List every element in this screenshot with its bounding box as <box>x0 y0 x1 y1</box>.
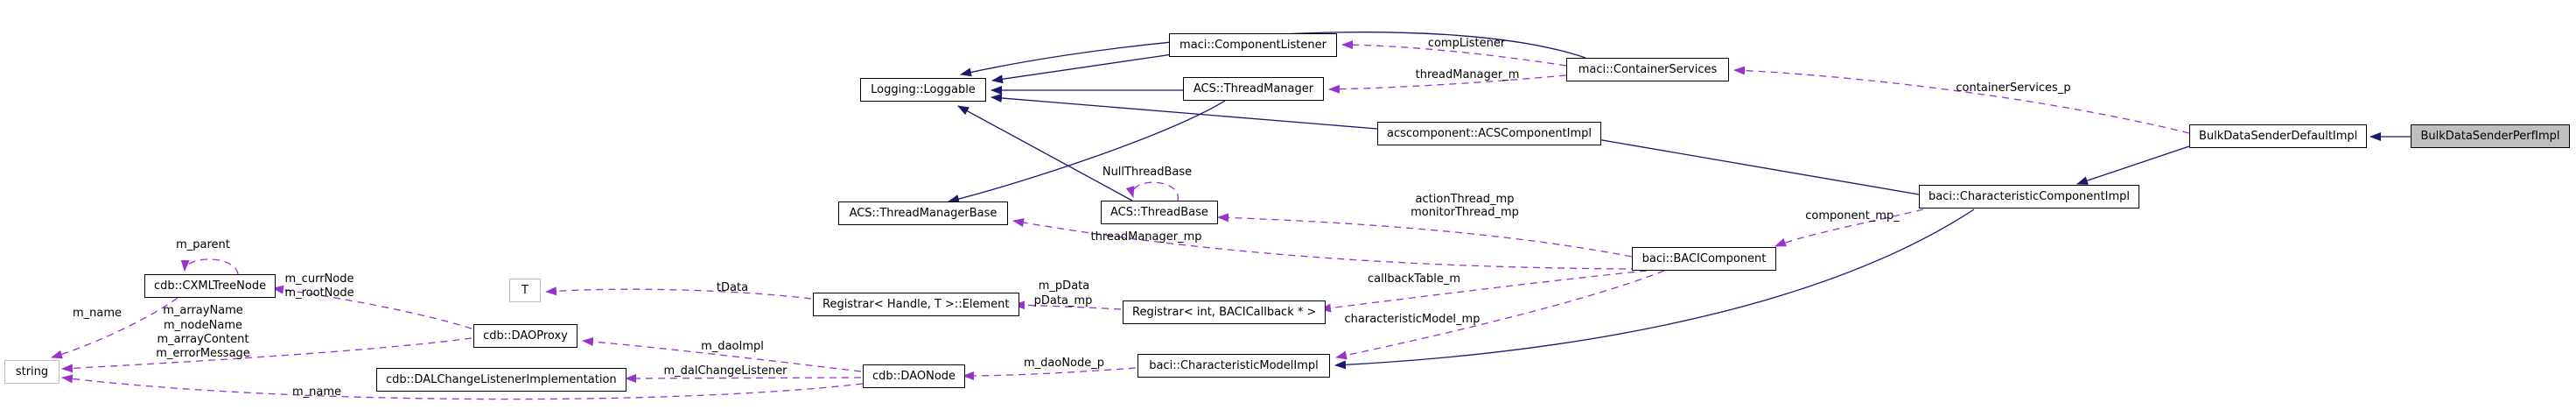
edge-label-threadmanager-m-1: threadManager_m <box>1415 68 1520 81</box>
edge-label-m-rootnode-20: m_rootNode <box>284 286 354 300</box>
class-node-acscomponent-impl[interactable]: acscomponent::ACSComponentImpl <box>1377 122 1602 145</box>
class-node-cdb-cxml-tree-node[interactable]: cdb::CXMLTreeNode <box>144 274 276 298</box>
class-node-acs-thread-base[interactable]: ACS::ThreadBase <box>1101 201 1218 224</box>
edge-cdb-dao-node-to-string-class <box>61 374 864 400</box>
edge-label-m-daonode-p-13: m_daoNode_p <box>1023 357 1105 370</box>
class-node-baci-char-model[interactable]: baci::CharacteristicModelImpl <box>1138 354 1330 378</box>
edge-label-actionthread-mp-4: actionThread_mp <box>1415 193 1515 206</box>
class-node-baci-char-component[interactable]: baci::CharacteristicComponentImpl <box>1919 185 2139 209</box>
class-node-cdb-dao-node[interactable]: cdb::DAONode <box>863 364 966 388</box>
edge-cdb-cxml-tree-node-to-string-class <box>51 297 178 359</box>
class-node-acs-thread-manager-base[interactable]: ACS::ThreadManagerBase <box>838 201 1008 225</box>
edge-acs-thread-manager-to-acs-thread-manager-base <box>948 100 1226 203</box>
edge-cdb-dao-node-to-cdb-dao-proxy <box>582 337 862 372</box>
edge-label-threadmanager-mp-6: threadManager_mp <box>1090 230 1202 244</box>
edge-bulkdata-default-impl-to-baci-char-component <box>2076 145 2190 185</box>
class-node-t-param: T <box>509 279 541 302</box>
edge-registrar-bacicallback-to-registrar-element <box>1013 300 1122 310</box>
edge-baci-char-model-to-cdb-dao-node <box>962 367 1137 380</box>
class-node-acs-thread-manager[interactable]: ACS::ThreadManager <box>1183 77 1324 101</box>
edge-baci-char-component-to-acscomponent-impl <box>1576 133 1920 195</box>
class-node-logging-loggable[interactable]: Logging::Loggable <box>860 78 986 102</box>
edge-label-m-arrayname-21: m_arrayName <box>163 304 243 317</box>
edge-baci-component-to-acs-thread-manager-base <box>1012 218 1639 270</box>
edge-label-m-name-17: m_name <box>72 307 122 320</box>
edge-label-containerservices-p-2: containerServices_p <box>1956 81 2071 95</box>
edge-baci-char-component-to-baci-char-model <box>1334 209 1975 370</box>
edge-maci-component-listener-to-logging-loggable <box>991 53 1173 84</box>
edge-cdb-cxml-tree-node-to-cdb-cxml-tree-node <box>180 258 239 275</box>
edge-registrar-element-to-t-param <box>545 286 812 300</box>
edge-baci-component-to-baci-char-model <box>1335 270 1665 360</box>
edge-cdb-dao-proxy-to-string-class <box>61 337 472 373</box>
edge-label-nullthreadbase-3: NullThreadBase <box>1102 166 1193 179</box>
class-node-bulkdata-perf-impl: BulkDataSenderPerfImpl <box>2411 124 2570 148</box>
edge-label-m-nodename-22: m_nodeName <box>164 319 242 332</box>
edge-bulkdata-default-impl-to-maci-container-services <box>1733 66 2190 134</box>
class-node-maci-component-listener[interactable]: maci::ComponentListener <box>1169 33 1337 57</box>
class-node-baci-component[interactable]: baci::BACIComponent <box>1632 247 1776 271</box>
edge-label-m-name-16: m_name <box>291 385 342 399</box>
edge-label-m-parent-18: m_parent <box>176 238 230 251</box>
class-node-string-class: string <box>4 360 60 384</box>
edge-label-monitorthread-mp-5: monitorThread_mp <box>1410 206 1519 219</box>
edge-label-m-daoimpl-14: m_daoImpl <box>701 340 764 353</box>
edge-baci-component-to-acs-thread-base <box>1217 213 1633 258</box>
edge-acs-thread-base-to-logging-loggable <box>957 105 1133 201</box>
class-node-cdb-dal-change-listener[interactable]: cdb::DALChangeListenerImplementation <box>376 368 626 392</box>
edge-label-complistener-0: compListener <box>1427 37 1506 50</box>
edge-label-component-mp--7: component_mp_ <box>1805 209 1900 223</box>
class-node-registrar-bacicallback[interactable]: Registrar< int, BACICallback * > <box>1123 300 1326 324</box>
edge-label-m-arraycontent-23: m_arrayContent <box>157 333 249 346</box>
edge-label-m-pdata-10: m_pData <box>1038 279 1090 293</box>
edge-baci-char-component-to-baci-component <box>1774 209 1924 247</box>
class-node-bulkdata-default-impl[interactable]: BulkDataSenderDefaultImpl <box>2189 124 2368 148</box>
edge-label-pdata-mp-11: pData_mp <box>1033 294 1093 308</box>
edge-maci-container-services-to-acs-thread-manager <box>1328 74 1567 94</box>
edge-label-characteristicmodel-mp-9: characteristicModel_mp <box>1344 313 1480 326</box>
edge-label-m-currnode-19: m_currNode <box>284 272 354 286</box>
edge-acs-thread-base-to-acs-thread-base <box>1125 181 1179 201</box>
edge-label-callbacktable-m-8: callbackTable_m <box>1367 272 1461 286</box>
class-node-maci-container-services[interactable]: maci::ContainerServices <box>1566 58 1729 81</box>
edge-acscomponent-impl-to-logging-loggable <box>990 93 1378 130</box>
edge-label-m-dalchangelistener-15: m_dalChangeListener <box>663 364 788 378</box>
edge-maci-container-services-to-maci-component-listener <box>1341 40 1567 67</box>
class-node-cdb-dao-proxy[interactable]: cdb::DAOProxy <box>473 324 578 348</box>
edge-label-tdata-12: tData <box>716 281 749 294</box>
edge-cdb-dao-proxy-to-cdb-cxml-tree-node <box>272 285 472 329</box>
edge-label-m-errormessage-24: m_errorMessage <box>156 347 250 360</box>
class-node-registrar-element[interactable]: Registrar< Handle, T >::Element <box>813 293 1019 316</box>
